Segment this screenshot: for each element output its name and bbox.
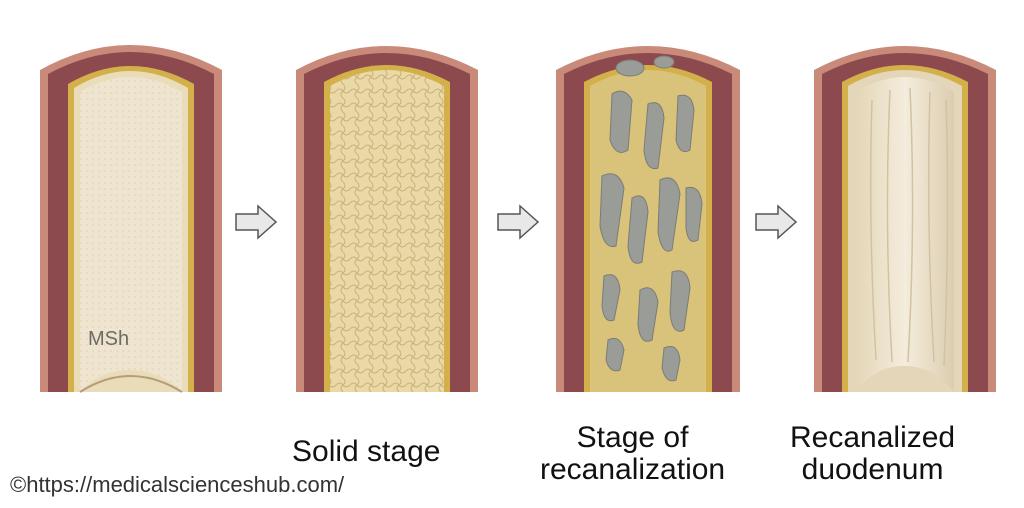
fold-line (886, 89, 893, 363)
vacuole (643, 102, 665, 170)
arrow-2 (497, 204, 540, 240)
vacuole (657, 177, 681, 252)
caption-line: Stage of (576, 421, 689, 454)
tube-4-mucosal-folds (869, 87, 949, 367)
vacuole (605, 337, 625, 372)
vacuole (661, 346, 681, 382)
vacuole (609, 90, 633, 153)
arrow-3 (755, 204, 798, 240)
watermark-text: MSh (88, 328, 130, 350)
caption-solid-stage: Solid stage (292, 436, 440, 468)
tube-3-vacuoles (599, 55, 703, 382)
caption-recanalization: Stage of recanalization (540, 422, 725, 486)
tube-1-lumen (80, 77, 182, 392)
vacuole (615, 59, 645, 77)
fold-line (927, 91, 935, 363)
tube-2-solid-core (330, 70, 444, 392)
arrow-right-icon (497, 204, 540, 240)
fold-line (943, 99, 949, 367)
tube-stage-4 (814, 46, 996, 392)
caption-line: recanalization (540, 453, 726, 486)
vacuole (675, 94, 695, 153)
tube-stage-3 (556, 46, 740, 392)
caption-line: duodenum (801, 453, 944, 486)
vacuole (685, 186, 703, 242)
vacuole (599, 173, 625, 248)
fold-line (869, 99, 877, 361)
vacuole (627, 195, 649, 264)
caption-line: Recanalized (790, 421, 956, 454)
vacuole (601, 274, 621, 322)
fold-line (907, 87, 914, 363)
tube-stage-2 (296, 46, 478, 392)
tube-1-bottom-curve (79, 375, 183, 393)
tube-stage-1 (40, 45, 222, 393)
vacuole (637, 287, 659, 342)
caption-recanalized-duodenum: Recanalized duodenum (790, 422, 955, 486)
vacuole (653, 55, 675, 69)
arrow-right-icon (755, 204, 798, 240)
arrow-right-icon (235, 204, 278, 240)
arrow-1 (235, 204, 278, 240)
vacuole (669, 270, 691, 332)
caption-line: Solid stage (292, 435, 441, 468)
source-credit: ©https://medicalscienceshub.com/ (10, 472, 345, 497)
